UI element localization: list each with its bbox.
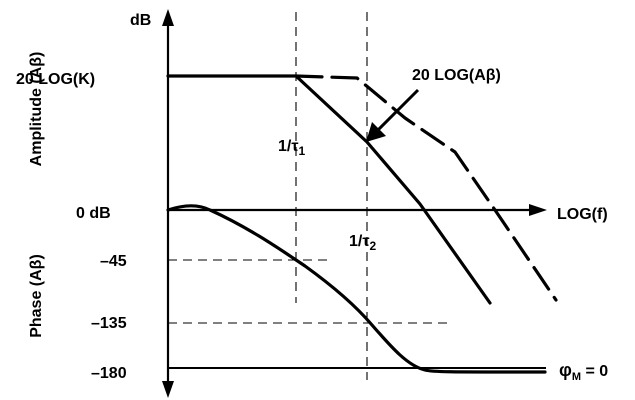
phase-margin-value: = 0 — [581, 363, 608, 380]
phase-curve — [166, 204, 547, 374]
pole1-label-main: 1/τ — [278, 138, 298, 155]
phase-180-label: –180 — [91, 365, 127, 382]
dc-gain-label: 20 LOG(K) — [16, 71, 95, 88]
y-unit-label: dB — [130, 12, 151, 29]
loop-gain-label: 20 LOG(Aβ) — [412, 67, 501, 84]
phase-45-label: –45 — [100, 253, 127, 270]
vertical-axis-bottom-arrow-icon — [162, 381, 174, 398]
phase-135-label: –135 — [91, 315, 127, 332]
x-axis-label: LOG(f) — [557, 206, 608, 223]
pole1-label: 1/τ1 — [278, 138, 305, 158]
pole2-label-main: 1/τ — [349, 233, 369, 250]
phase-margin-label: φM = 0 — [559, 360, 608, 383]
phase-margin-symbol: φ — [559, 360, 572, 380]
pole1-label-sub: 1 — [298, 144, 305, 158]
loop-gain-pointer-line — [376, 88, 420, 132]
phase-axis-label: Phase (Aβ) — [28, 254, 45, 338]
amplitude-curve — [166, 74, 492, 305]
loop-gain-curve — [294, 74, 558, 302]
vertical-axis-top-arrow-icon — [162, 9, 174, 26]
amplitude-axis-label: Amplitude (Aβ) — [28, 52, 45, 167]
frequency-axis-arrow-icon — [529, 204, 547, 216]
loop-gain-pointer-arrow-icon — [366, 122, 386, 142]
pole2-label-sub: 2 — [369, 239, 376, 253]
pole2-label: 1/τ2 — [349, 233, 376, 253]
zero-db-label: 0 dB — [76, 205, 111, 222]
phase-margin-subscript: M — [572, 371, 581, 383]
